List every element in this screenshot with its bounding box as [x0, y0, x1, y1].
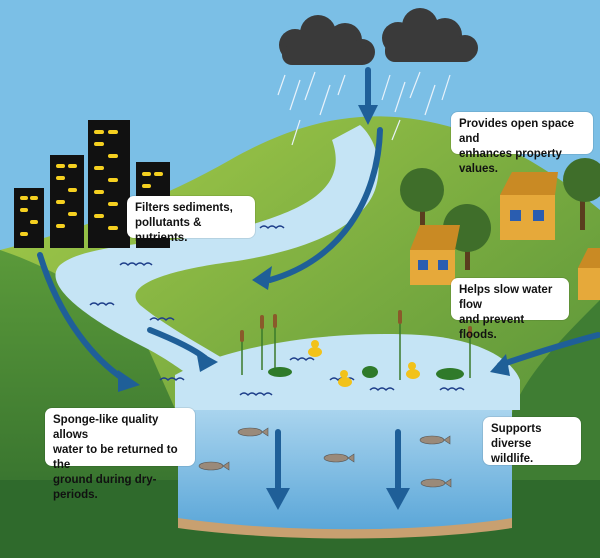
rain-streaks	[277, 71, 451, 146]
callout-slow-flow: Helps slow water flow and prevent floods…	[451, 278, 569, 341]
ducks	[308, 340, 420, 387]
pond-plants	[268, 366, 464, 380]
callout-wildlife: Supports diverse wildlife.	[483, 417, 581, 465]
arrow-right-runoff	[497, 332, 600, 368]
rain-clouds	[277, 8, 478, 146]
flow-arrows	[37, 67, 600, 495]
wave-marks	[89, 225, 465, 397]
trees	[400, 158, 600, 270]
groundwater-tank	[178, 410, 512, 532]
houses	[410, 172, 600, 300]
city-buildings	[14, 120, 170, 248]
fish	[198, 427, 452, 488]
callout-open-space: Provides open space and enhances propert…	[451, 112, 593, 175]
soil-layer	[178, 518, 512, 539]
reeds	[240, 310, 472, 380]
stream	[55, 125, 379, 375]
arrow-hill-runoff	[267, 127, 383, 283]
arrow-heads	[118, 105, 510, 510]
arrow-city-runoff	[37, 252, 128, 383]
callout-sponge: Sponge-like quality allows water to be r…	[45, 408, 195, 501]
callout-filters: Filters sediments, pollutants & nutrient…	[127, 196, 255, 244]
